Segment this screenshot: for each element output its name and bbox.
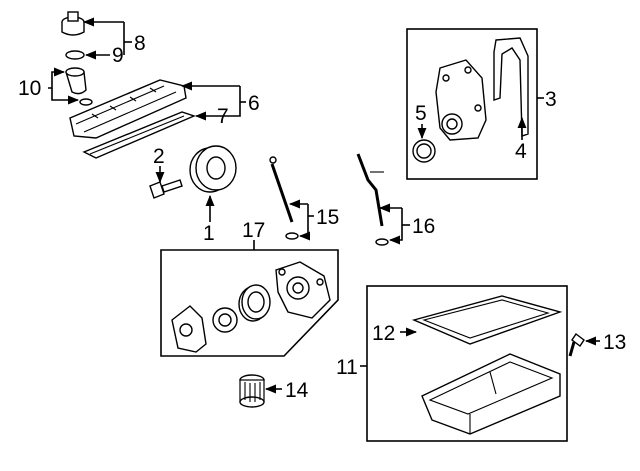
callout-6: 6 [248, 92, 260, 115]
callout-12: 12 [372, 322, 395, 345]
callout-5: 5 [415, 102, 427, 125]
oil-pan-part [421, 353, 561, 435]
callout-8: 8 [134, 32, 146, 55]
valve-cover-gasket-part [82, 111, 196, 159]
timing-cover-part [435, 59, 487, 141]
pcv-elbow-part [65, 67, 87, 95]
callout-14: 14 [285, 379, 309, 402]
callout-11: 11 [336, 356, 358, 379]
cap-seal-part [65, 50, 85, 60]
balancer-part [189, 145, 237, 193]
oil-pan-gasket-part [411, 295, 563, 345]
timing-cover-group-box [406, 28, 538, 180]
callout-7: 7 [217, 105, 229, 128]
dipstick-16-part [356, 153, 389, 246]
oil-pump-inner-gear-part [212, 307, 238, 333]
callout-2: 2 [153, 145, 165, 168]
oil-pan-group-box [366, 285, 568, 442]
callout-13: 13 [603, 331, 626, 354]
timing-cover-gasket-part [493, 37, 529, 137]
oil-pump-cover-plate-part [171, 305, 207, 353]
callout-10: 10 [18, 77, 41, 100]
pcv-oring-part [79, 98, 93, 106]
drain-bolt-part [568, 332, 585, 357]
dipstick-15-part [269, 156, 299, 240]
oil-pump-body-part [275, 261, 331, 319]
callout-17: 17 [242, 219, 265, 242]
oil-pump-group-box [160, 249, 339, 357]
valve-cover-part [69, 79, 187, 139]
callout-4: 4 [515, 140, 527, 163]
bolt-part-2 [149, 179, 183, 199]
oil-filter-part [239, 374, 265, 408]
callout-15: 15 [316, 206, 339, 229]
oil-filler-cap-part [61, 11, 85, 36]
oil-pump-outer-gear-part [238, 284, 271, 322]
callout-16: 16 [412, 215, 435, 238]
callout-9: 9 [112, 44, 124, 67]
callout-3: 3 [545, 88, 557, 111]
front-seal-part [412, 139, 436, 163]
callout-1: 1 [203, 222, 215, 245]
